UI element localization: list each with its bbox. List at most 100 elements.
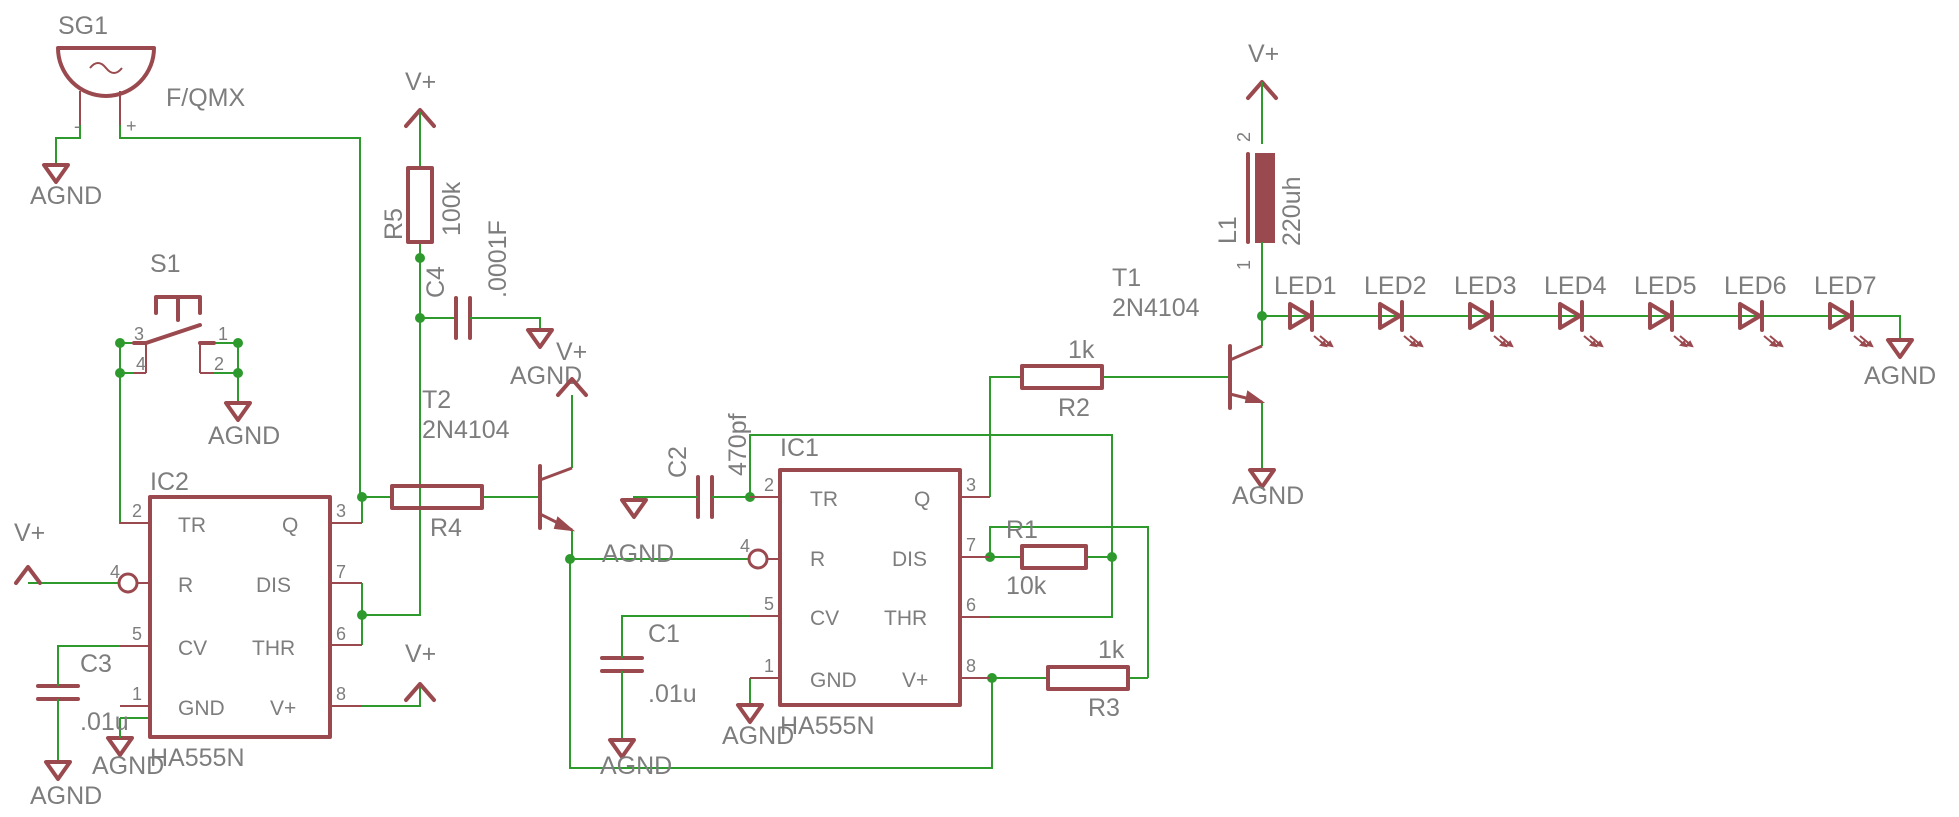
sg1-name: SG1 [58,12,108,40]
svg-text:R4: R4 [430,514,462,542]
ic1-555: TR R CV GND Q DIS THR V+ 2 4 5 1 3 7 6 8… [740,434,990,740]
t2-transistor: T2 2N4104 [422,386,576,532]
svg-text:3: 3 [966,475,976,495]
svg-text:2: 2 [764,475,774,495]
ic2-name: IC2 [150,468,189,496]
svg-text:GND: GND [810,669,857,692]
c4-capacitor: C4 .0001F [422,220,512,340]
led-5: LED5 [1634,272,1697,348]
junction [987,673,997,683]
vplus-r5: V+ [404,68,436,128]
led-6: LED6 [1724,272,1787,348]
svg-text:LED6: LED6 [1724,272,1787,300]
agnd-leds: AGND [1864,338,1936,390]
led-1: LED1 [1274,272,1337,348]
svg-text:2: 2 [1234,132,1254,142]
led-7: LED7 [1814,272,1877,348]
svg-text:LED1: LED1 [1274,272,1337,300]
svg-text:LED7: LED7 [1814,272,1877,300]
agnd-c1: AGND [600,738,672,780]
svg-text:220uh: 220uh [1278,176,1306,246]
junction [233,338,243,348]
wire-ic2-q [361,496,392,523]
s1-name: S1 [150,250,181,278]
vplus-ic2-reset: V+ [14,519,45,585]
svg-text:V+: V+ [1248,40,1279,68]
svg-text:CV: CV [178,637,207,660]
r5-resistor: R5 100k [380,166,466,244]
wire-s1-right [214,342,239,374]
svg-text:7: 7 [336,562,346,582]
svg-text:AGND: AGND [602,540,674,568]
svg-text:DIS: DIS [892,548,927,571]
l1-inductor: L1 220uh 2 1 [1214,132,1306,272]
wire-ic1-thr [968,557,1113,618]
junction [565,554,575,564]
junctions [115,253,1267,683]
svg-text:THR: THR [252,637,295,660]
vplus-t2: V+ [556,338,588,397]
junction [357,610,367,620]
svg-text:LED3: LED3 [1454,272,1517,300]
svg-text:2: 2 [214,354,224,374]
junction [1257,311,1267,321]
svg-text:2: 2 [132,501,142,521]
ic1-part: HA555N [780,712,875,740]
led-chain: LED1 LED2 LED3 LED4 LED5 LED6 [1274,272,1877,348]
svg-text:AGND: AGND [208,422,280,450]
r1-resistor: R1 10k [1006,516,1088,600]
svg-text:T1: T1 [1112,264,1141,292]
svg-text:6: 6 [336,624,346,644]
svg-text:3: 3 [336,501,346,521]
svg-text:1: 1 [764,656,774,676]
wire-r1-loop [989,526,1149,678]
agnd-ic2: AGND [92,736,164,780]
agnd-c3: AGND [30,760,102,810]
junction [357,492,367,502]
agnd-c4: AGND [510,328,582,390]
svg-text:7: 7 [966,535,976,555]
sg1-minus-label: - [74,116,80,136]
agnd-t1: AGND [1232,468,1304,510]
agnd-s1: AGND [208,401,280,450]
ic2-part: HA555N [150,744,245,772]
svg-text:L1: L1 [1214,216,1242,244]
svg-text:C3: C3 [80,650,112,678]
svg-text:R3: R3 [1088,694,1120,722]
vplus-ic2: V+ [404,640,436,702]
wires [28,112,1901,769]
svg-text:DIS: DIS [256,574,291,597]
svg-text:V+: V+ [270,697,296,720]
svg-text:1: 1 [218,324,228,344]
svg-text:.01u: .01u [648,680,697,708]
wire-sg1-plus [119,125,361,494]
svg-text:8: 8 [336,684,346,704]
svg-text:R: R [178,574,193,597]
svg-text:100k: 100k [438,181,466,236]
svg-text:2N4104: 2N4104 [1112,294,1200,322]
svg-text:AGND: AGND [30,782,102,810]
vplus-l1: V+ [1246,40,1279,100]
svg-text:V+: V+ [902,669,928,692]
r3-resistor: 1k R3 [1046,636,1130,722]
svg-text:5: 5 [132,624,142,644]
svg-text:GND: GND [178,697,225,720]
svg-text:V+: V+ [405,640,436,668]
svg-text:AGND: AGND [600,752,672,780]
led-3: LED3 [1454,272,1517,348]
svg-text:10k: 10k [1006,572,1047,600]
svg-text:1k: 1k [1098,636,1125,664]
svg-text:Q: Q [914,488,930,511]
c3-capacitor: C3 .01u [36,650,129,736]
svg-text:8: 8 [966,656,976,676]
junction [115,368,125,378]
wire-t2-emitter-loop [569,530,993,769]
junction [415,313,425,323]
sg1-buzzer: SG1 F/QMX - + [56,12,245,136]
agnd-ic1: AGND [722,703,794,750]
c1-capacitor: C1 .01u [600,620,697,708]
svg-text:C1: C1 [648,620,680,648]
svg-text:1k: 1k [1068,336,1095,364]
svg-text:AGND: AGND [1232,482,1304,510]
